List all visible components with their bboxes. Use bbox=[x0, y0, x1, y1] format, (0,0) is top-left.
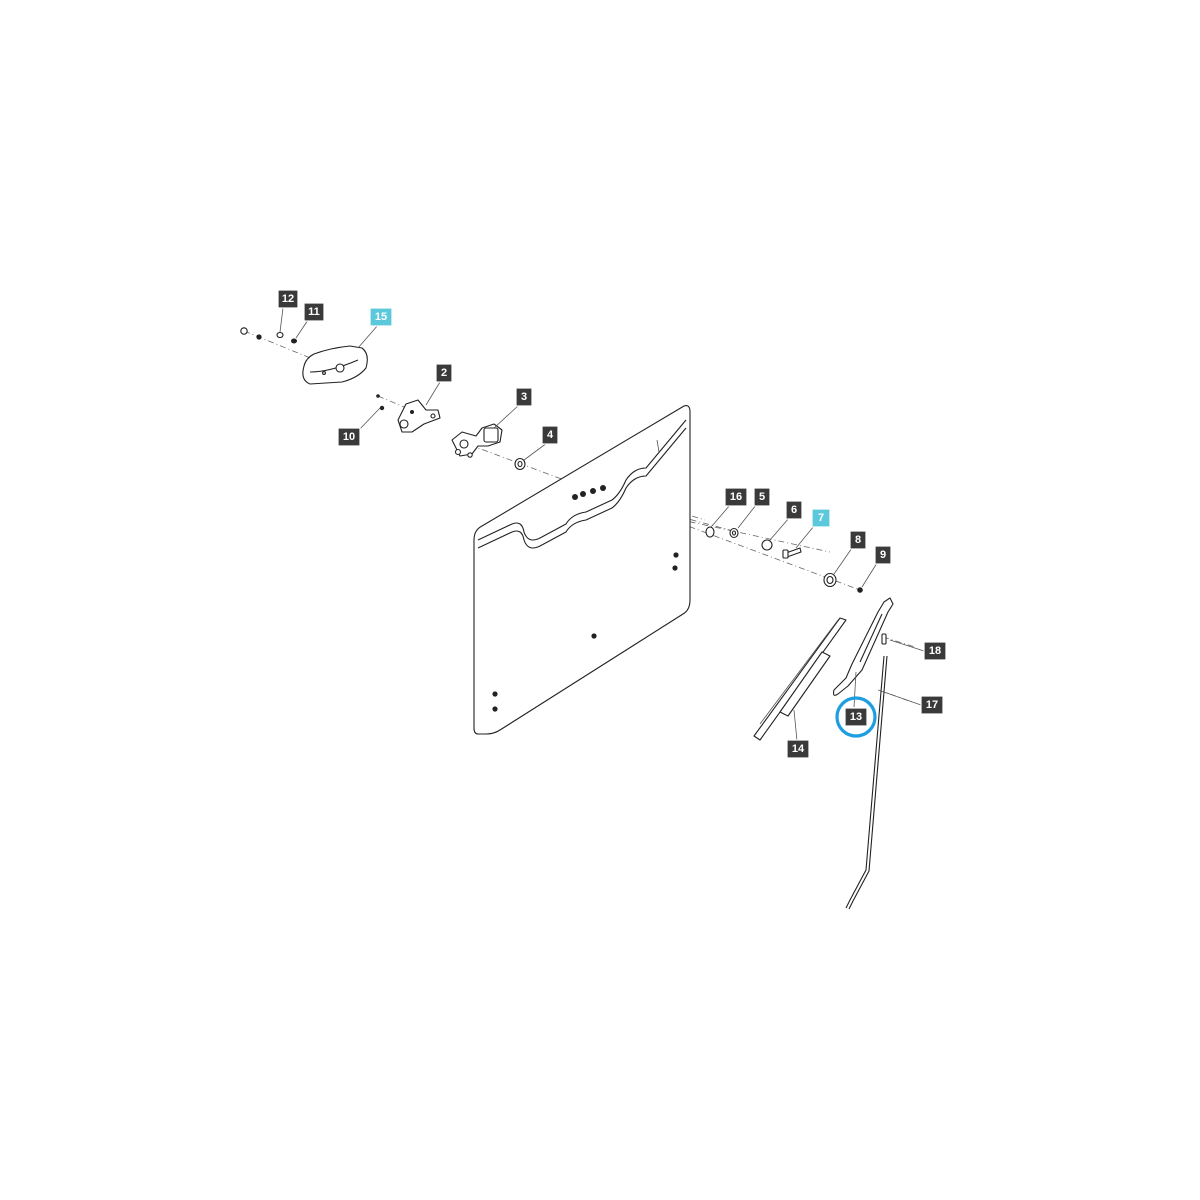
selection-ring bbox=[835, 696, 877, 738]
washer-nozzle bbox=[881, 633, 887, 645]
washer bbox=[729, 527, 739, 539]
svg-text:18: 18 bbox=[929, 645, 941, 657]
callout-9[interactable]: 9 bbox=[874, 545, 892, 565]
callout-2[interactable]: 2 bbox=[435, 363, 453, 383]
grommet bbox=[514, 457, 526, 471]
callout-14[interactable]: 14 bbox=[786, 739, 810, 759]
svg-text:13: 13 bbox=[850, 711, 862, 723]
motor-bracket bbox=[397, 399, 441, 433]
nut bbox=[857, 587, 863, 593]
svg-text:9: 9 bbox=[880, 549, 886, 561]
svg-text:12: 12 bbox=[282, 293, 294, 305]
svg-text:17: 17 bbox=[926, 699, 938, 711]
washer-rod bbox=[845, 655, 888, 910]
callout-17[interactable]: 17 bbox=[920, 695, 944, 715]
svg-text:15: 15 bbox=[375, 311, 387, 323]
spacer bbox=[761, 539, 773, 551]
callout-5[interactable]: 5 bbox=[753, 487, 771, 507]
callout-7[interactable]: 7 bbox=[811, 508, 831, 528]
callout-18[interactable]: 18 bbox=[923, 641, 947, 661]
screw bbox=[782, 547, 802, 559]
svg-text:8: 8 bbox=[855, 534, 861, 546]
callout-12[interactable]: 12 bbox=[277, 289, 299, 309]
callout-3[interactable]: 3 bbox=[515, 387, 533, 407]
svg-text:3: 3 bbox=[521, 391, 527, 403]
svg-text:10: 10 bbox=[343, 431, 355, 443]
wiper-motor bbox=[451, 423, 503, 458]
svg-text:16: 16 bbox=[730, 491, 742, 503]
svg-text:6: 6 bbox=[791, 504, 797, 516]
bushing bbox=[705, 526, 715, 538]
svg-text:4: 4 bbox=[547, 429, 554, 441]
cover-nut bbox=[240, 327, 262, 340]
svg-text:14: 14 bbox=[792, 743, 805, 755]
wiper-arm bbox=[832, 597, 894, 696]
rear-window-glass bbox=[473, 405, 691, 735]
leader-lines bbox=[279, 307, 925, 742]
svg-text:2: 2 bbox=[441, 367, 447, 379]
svg-text:5: 5 bbox=[759, 491, 765, 503]
cap-nut bbox=[823, 572, 837, 588]
svg-text:11: 11 bbox=[308, 306, 320, 318]
wiper-blade bbox=[753, 617, 847, 741]
cover-washers bbox=[276, 331, 297, 344]
callout-13[interactable]: 13 bbox=[844, 707, 868, 727]
callout-8[interactable]: 8 bbox=[849, 530, 867, 550]
svg-text:7: 7 bbox=[818, 512, 824, 524]
callout-15[interactable]: 15 bbox=[369, 307, 393, 327]
callout-10[interactable]: 10 bbox=[337, 427, 361, 447]
callout-11[interactable]: 11 bbox=[303, 302, 325, 322]
callout-16[interactable]: 16 bbox=[724, 487, 748, 507]
callout-4[interactable]: 4 bbox=[541, 425, 559, 445]
motor-cover bbox=[302, 345, 368, 385]
bracket-screws bbox=[376, 394, 385, 411]
callout-6[interactable]: 6 bbox=[785, 500, 803, 520]
